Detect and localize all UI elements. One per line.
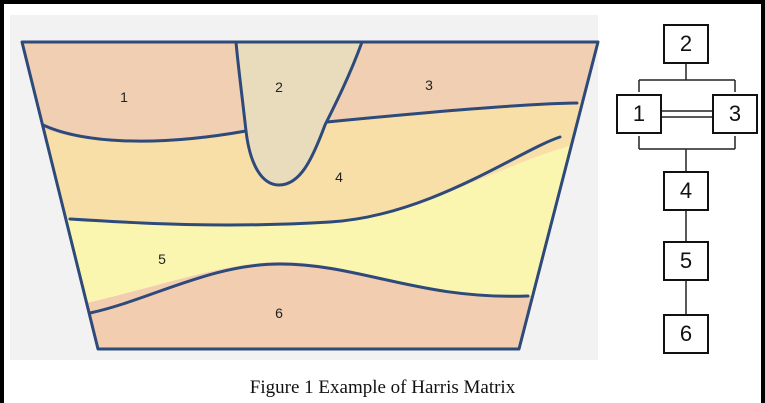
boundary-cut-2 (234, 40, 364, 187)
layer-4-label: 4 (335, 169, 343, 185)
layer-5-region (22, 140, 598, 320)
layer-3-label: 3 (425, 77, 433, 93)
layer-6-region (22, 262, 598, 349)
matrix-node-5: 5 (663, 241, 709, 281)
matrix-node-4: 4 (663, 171, 709, 211)
figure-caption: Figure 1 Example of Harris Matrix (249, 377, 516, 398)
boundary-3-4 (325, 101, 579, 124)
harris-matrix-connectors (638, 64, 736, 314)
boundary-1-4 (41, 123, 248, 143)
layer-1-region (22, 42, 246, 142)
layer-5-label: 5 (158, 251, 166, 267)
layer-6-label: 6 (275, 305, 283, 321)
matrix-node-2: 2 (663, 24, 709, 64)
layer-1-label: 1 (120, 89, 128, 105)
boundary-4-5 (68, 135, 562, 227)
boundary-5-6 (88, 262, 530, 315)
matrix-node-1: 1 (616, 94, 662, 134)
layer-3-region (327, 42, 598, 122)
layer-2-region (236, 42, 362, 185)
matrix-node-6: 6 (663, 314, 709, 354)
layer-2-label: 2 (275, 79, 283, 95)
stratigraphic-section (20, 40, 600, 351)
section-outline (20, 40, 600, 351)
matrix-node-3: 3 (712, 94, 758, 134)
